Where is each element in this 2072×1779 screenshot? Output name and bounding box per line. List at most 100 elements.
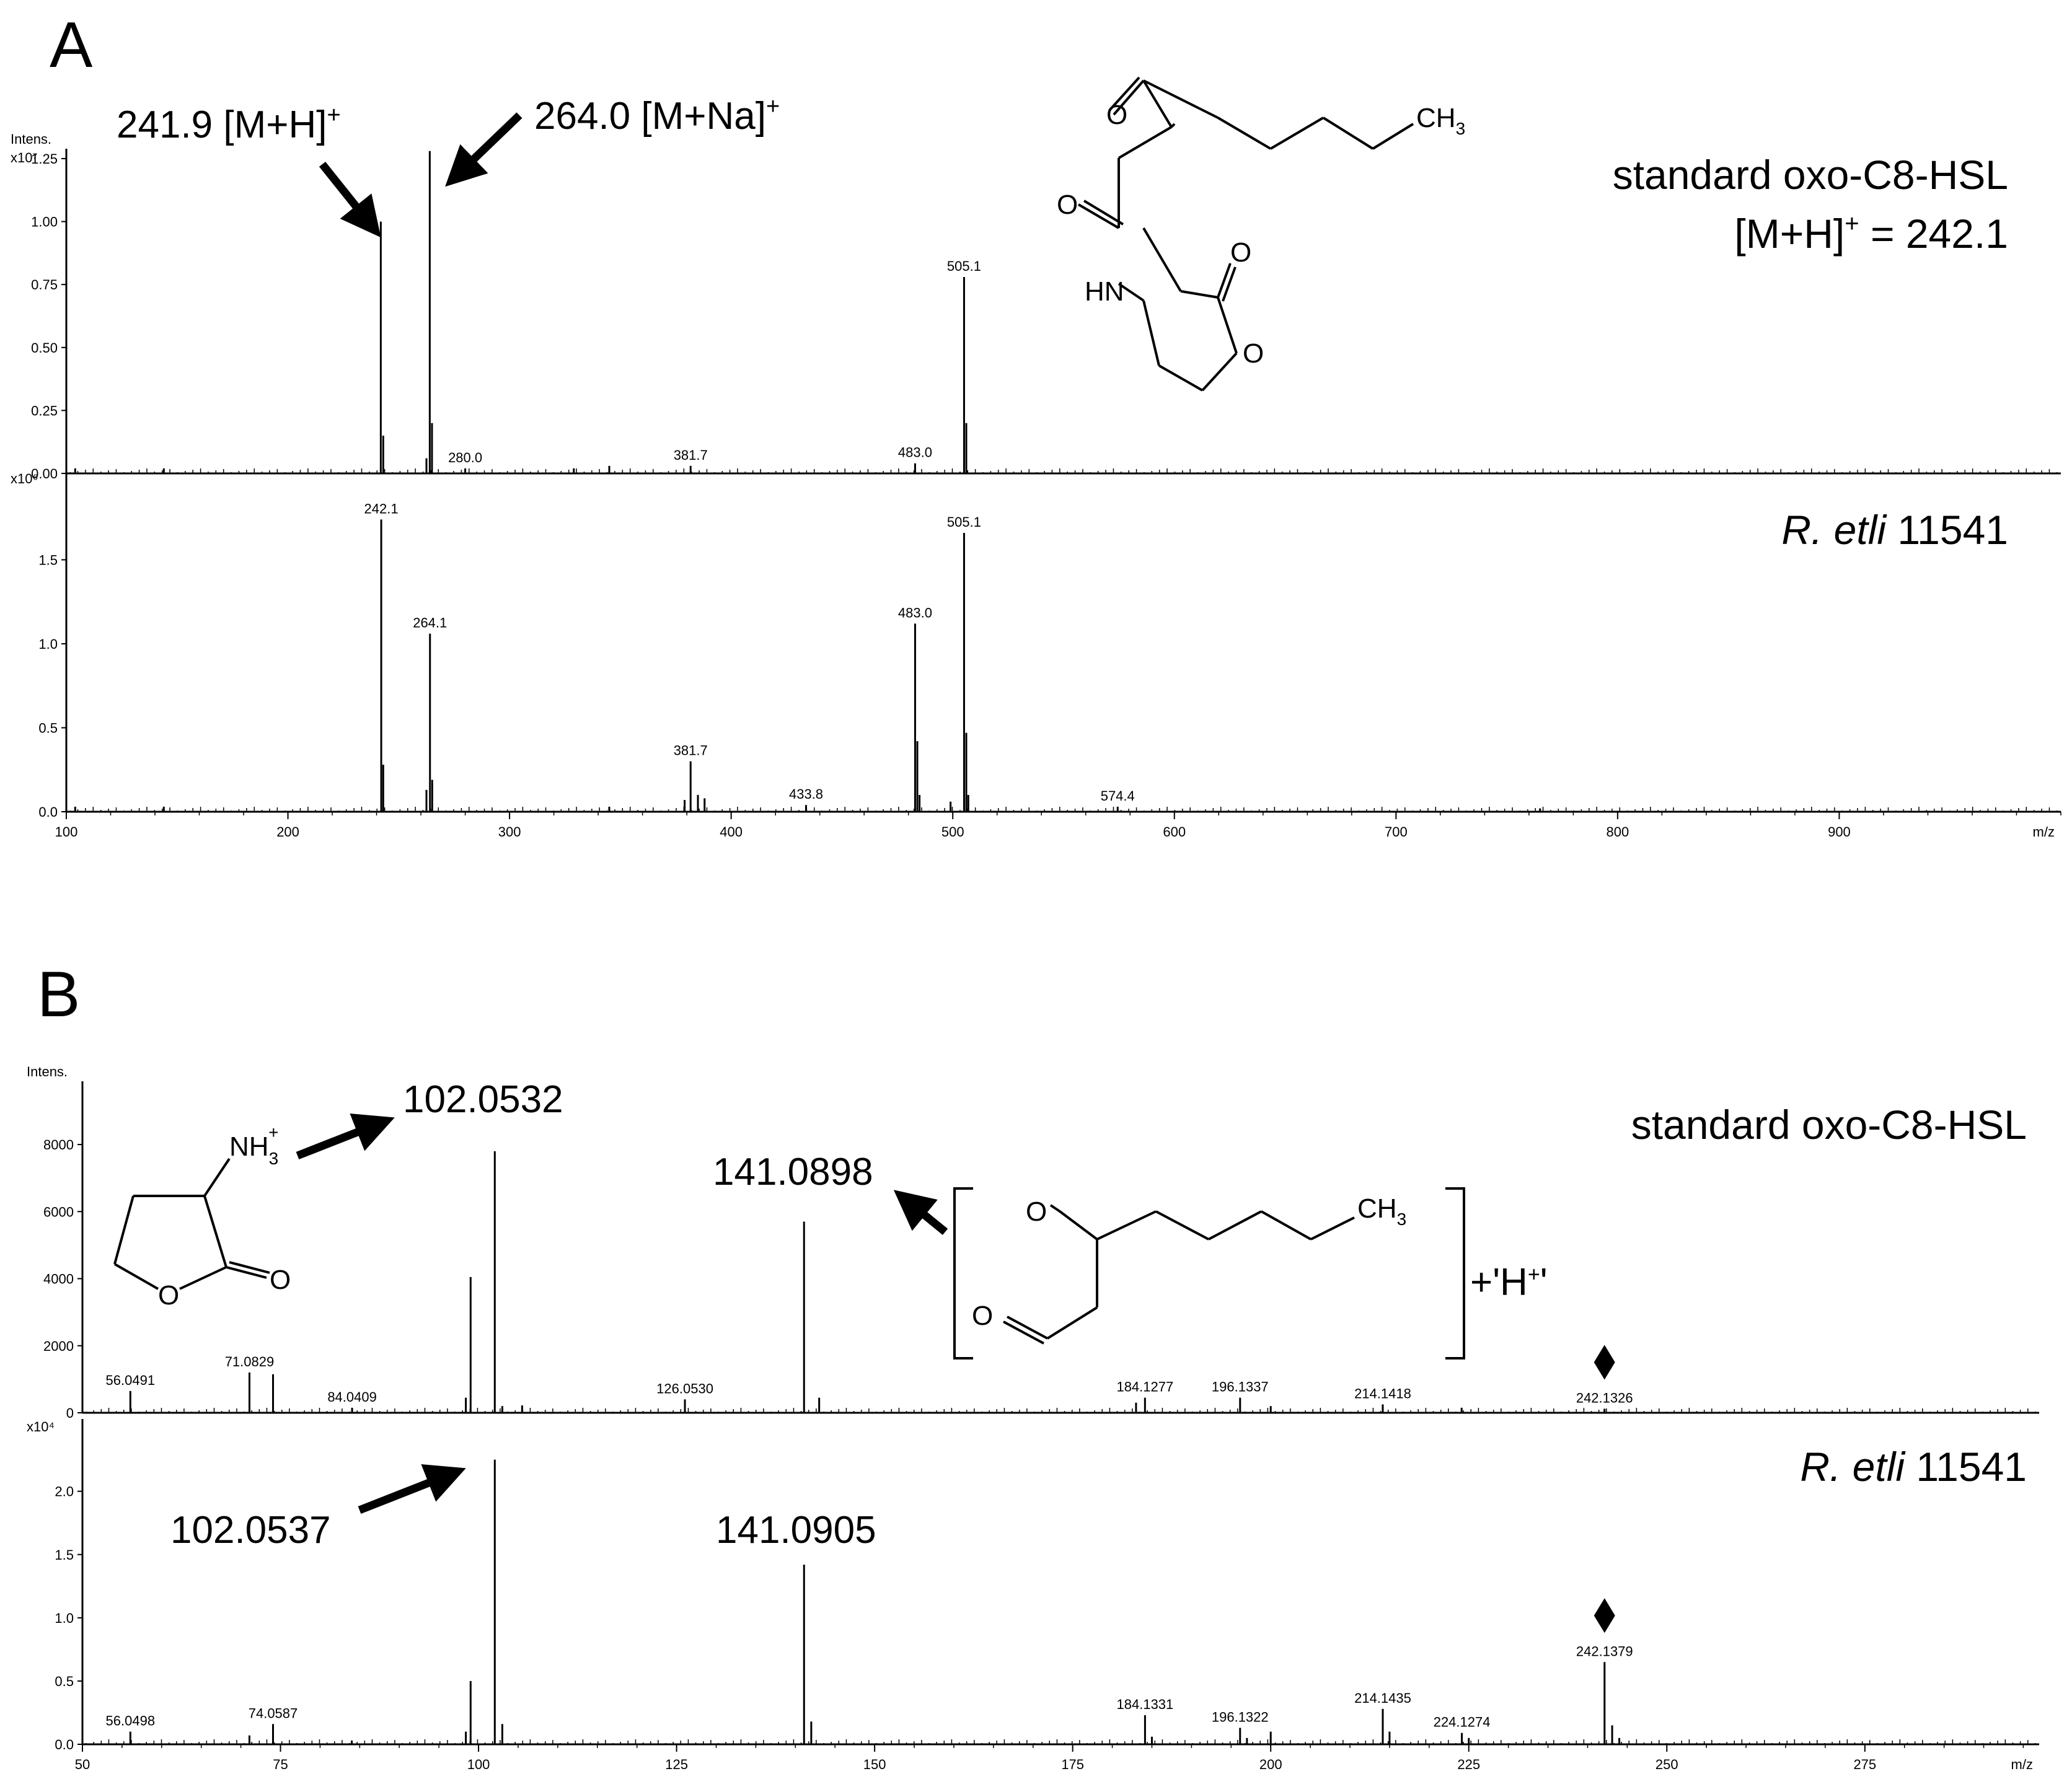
y-exponent-label: x10⁷ bbox=[11, 150, 37, 165]
x-tick-label: 75 bbox=[273, 1757, 288, 1772]
b-fragment-structure bbox=[953, 1187, 1465, 1360]
x-tick-label: 900 bbox=[1828, 824, 1851, 840]
b-amine-atom-labels: NH3+ O O bbox=[158, 1123, 291, 1311]
svg-text:O: O bbox=[270, 1265, 291, 1295]
peak-label: 242.1379 bbox=[1576, 1643, 1633, 1659]
peak-label: 505.1 bbox=[947, 514, 981, 530]
peak-label: 84.0409 bbox=[327, 1389, 377, 1405]
x-tick-label: 225 bbox=[1457, 1757, 1480, 1772]
x-tick-label: 300 bbox=[498, 824, 521, 840]
b-ann-top-141: 141.0898 bbox=[713, 1151, 873, 1193]
x-tick-label: 500 bbox=[941, 824, 964, 840]
peak-label: 280.0 bbox=[448, 450, 482, 465]
peak-label: 505.1 bbox=[947, 258, 981, 274]
y-tick-label: 4000 bbox=[43, 1272, 74, 1287]
peak-label: 196.1337 bbox=[1212, 1379, 1269, 1395]
b-top-title: standard oxo-C8-HSL bbox=[1631, 1102, 2027, 1148]
x-tick-label: 50 bbox=[75, 1757, 90, 1772]
svg-text:O: O bbox=[158, 1280, 179, 1311]
y-tick-label: 0.0 bbox=[38, 804, 58, 820]
x-axis-label: m/z bbox=[2033, 824, 2055, 840]
peak-label: 483.0 bbox=[898, 445, 932, 460]
peak-label: 224.1274 bbox=[1434, 1715, 1491, 1730]
x-tick-label: 275 bbox=[1853, 1757, 1876, 1772]
y-tick-label: 0.00 bbox=[31, 466, 58, 481]
x-tick-label: 150 bbox=[863, 1757, 886, 1772]
b-ann-bottom-141: 141.0905 bbox=[716, 1509, 876, 1552]
peak-label: 381.7 bbox=[674, 447, 708, 463]
svg-text:O: O bbox=[1026, 1197, 1047, 1227]
peak-label: 56.0491 bbox=[106, 1373, 156, 1388]
a-structure-atom-labels: O O O O HN CH3 bbox=[1057, 100, 1465, 369]
y-exponent-label: x10⁶ bbox=[11, 471, 38, 486]
b-bottom-title: R. etli 11541 bbox=[1800, 1444, 2027, 1490]
svg-text:CH3: CH3 bbox=[1416, 103, 1465, 138]
panel-letter-a: A bbox=[50, 9, 93, 81]
peak-label: 264.1 bbox=[413, 615, 447, 631]
x-tick-label: 700 bbox=[1385, 824, 1408, 840]
b-arrow-top-141 bbox=[893, 1190, 948, 1236]
x-tick-label: 200 bbox=[1259, 1757, 1282, 1772]
peak-label: 242.1326 bbox=[1576, 1390, 1633, 1406]
svg-text:NH3+: NH3+ bbox=[229, 1123, 279, 1168]
y-tick-label: 1.5 bbox=[55, 1547, 74, 1563]
x-tick-label: 400 bbox=[720, 824, 743, 840]
y-tick-label: 0.0 bbox=[55, 1737, 74, 1752]
a-arrow-mna bbox=[445, 112, 522, 187]
svg-text:CH3: CH3 bbox=[1357, 1193, 1406, 1229]
diamond-marker bbox=[1594, 1598, 1615, 1633]
svg-text:O: O bbox=[1057, 190, 1078, 220]
y-tick-label: 0.75 bbox=[31, 277, 58, 292]
y-tick-label: 8000 bbox=[43, 1137, 74, 1153]
x-tick-label: 100 bbox=[467, 1757, 490, 1772]
b-plus-h-label: +'H+' bbox=[1470, 1261, 1548, 1304]
peak-label: 214.1435 bbox=[1354, 1690, 1411, 1706]
peak-label: 214.1418 bbox=[1354, 1386, 1411, 1401]
a-bottom-title: R. etli 11541 bbox=[1781, 507, 2008, 553]
x-axis-label: m/z bbox=[2011, 1757, 2033, 1772]
svg-text:HN: HN bbox=[1085, 276, 1124, 307]
y-tick-label: 1.5 bbox=[38, 552, 58, 568]
peak-label: 433.8 bbox=[789, 786, 823, 802]
y-tick-label: 0.5 bbox=[55, 1674, 74, 1689]
b-ann-bottom-102: 102.0537 bbox=[170, 1509, 331, 1552]
peak-label: 574.4 bbox=[1101, 788, 1135, 804]
chart-b-top: 02000400060008000Intens.56.049171.082984… bbox=[27, 1064, 2039, 1421]
y-tick-label: 0.25 bbox=[31, 403, 58, 418]
svg-text:O: O bbox=[1230, 237, 1251, 268]
a-top-title-line1: standard oxo-C8-HSL bbox=[1613, 152, 2008, 198]
peak-label: 483.0 bbox=[898, 605, 932, 620]
y-tick-label: 1.0 bbox=[55, 1610, 74, 1626]
y-tick-label: 0 bbox=[66, 1405, 74, 1421]
peak-label: 242.1 bbox=[364, 501, 399, 516]
x-tick-label: 250 bbox=[1655, 1757, 1678, 1772]
y-tick-label: 2000 bbox=[43, 1338, 74, 1354]
x-tick-label: 175 bbox=[1061, 1757, 1084, 1772]
peak-label: 71.0829 bbox=[225, 1354, 275, 1369]
peak-label: 56.0498 bbox=[106, 1713, 156, 1729]
a-annotation-mh: 241.9 [M+H]+ bbox=[117, 102, 341, 146]
y-tick-label: 0.50 bbox=[31, 340, 58, 356]
y-tick-label: 0.5 bbox=[38, 720, 58, 736]
chart-b-bottom: 0.0 0.5 1.0 1.5 2.0 x10⁴ 50 75 100 125 150 175 200 22… bbox=[27, 1419, 2039, 1772]
y-axis-label: Intens. bbox=[27, 1064, 68, 1079]
x-tick-label: 125 bbox=[665, 1757, 688, 1772]
chart-a-top: 0.000.250.500.751.001.25Intens.x10⁷280.0… bbox=[11, 131, 2061, 481]
y-tick-label: 2.0 bbox=[55, 1484, 74, 1500]
peak-label: 126.0530 bbox=[656, 1381, 713, 1396]
peak-label: 74.0587 bbox=[249, 1705, 298, 1721]
peak-label: 184.1277 bbox=[1116, 1379, 1173, 1395]
svg-text:O: O bbox=[1243, 338, 1264, 369]
svg-text:O: O bbox=[972, 1301, 993, 1331]
b-fragment-atom-labels: O O CH3 bbox=[972, 1193, 1406, 1331]
y-axis-label: Intens. bbox=[11, 131, 51, 147]
diamond-marker bbox=[1594, 1345, 1615, 1380]
y-exponent-label: x10⁴ bbox=[27, 1419, 55, 1434]
x-tick-label: 100 bbox=[55, 824, 78, 840]
y-tick-label: 1.0 bbox=[38, 636, 58, 652]
svg-text:O: O bbox=[1106, 100, 1127, 130]
x-tick-label: 200 bbox=[276, 824, 299, 840]
peak-label: 196.1322 bbox=[1212, 1709, 1269, 1724]
